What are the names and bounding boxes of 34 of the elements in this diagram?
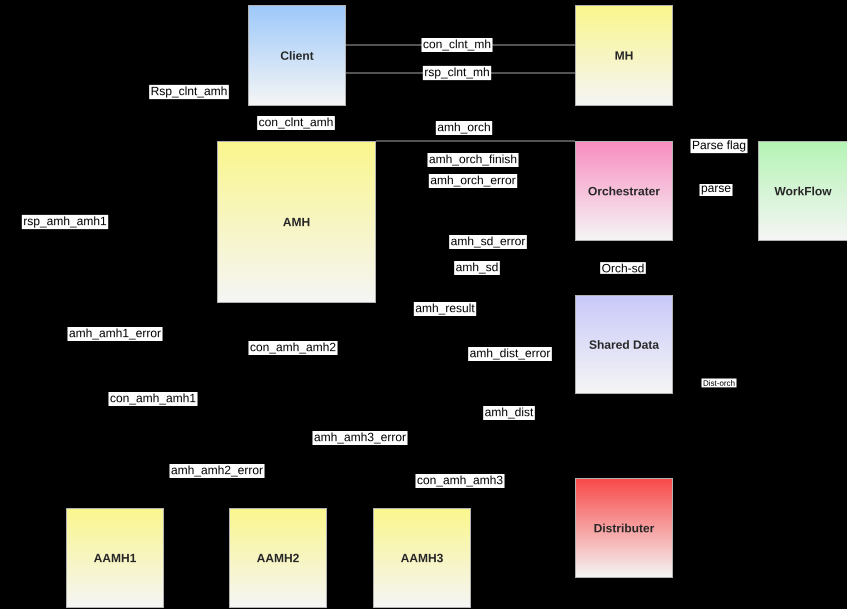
signal-label: con_clnt_amh (257, 116, 335, 130)
process-box: Orchestrater (575, 141, 673, 241)
edge-label: con_clnt_mh (421, 38, 493, 52)
signal-label: amh_amh1_error (67, 326, 163, 342)
signal-label: Dist-orch (702, 378, 736, 388)
signal-label: amh_dist (483, 406, 535, 420)
signal-label: rsp_amh_amh1 (22, 214, 108, 230)
process-box: MH (575, 5, 673, 106)
signal-label: amh_result (414, 302, 476, 316)
signal-label: amh_orch_error (428, 174, 518, 188)
signal-label: amh_amh3_error (312, 430, 408, 446)
process-box: Distributer (575, 478, 673, 578)
signal-label: amh_amh2_error (169, 464, 265, 478)
process-box: AAMH1 (66, 508, 164, 608)
signal-label: con_amh_amh3 (415, 474, 505, 488)
process-box: WorkFlow (758, 141, 847, 241)
process-box: Shared Data (575, 295, 673, 394)
signal-label: amh_dist_error (468, 346, 552, 362)
process-box: AAMH2 (229, 508, 327, 608)
signal-label: parse (700, 184, 732, 196)
signal-label: amh_sd_error (449, 234, 527, 250)
edge-label: amh_orch (436, 120, 492, 136)
signal-label: con_amh_amh1 (108, 392, 198, 406)
process-box: AAMH3 (373, 508, 471, 608)
process-box: AMH (217, 141, 376, 303)
process-box: Client (248, 5, 346, 106)
signal-label: Rsp_clnt_amh (149, 84, 229, 100)
signal-label: amh_sd (454, 260, 500, 276)
signal-label: Parse flag (690, 138, 748, 154)
edge-label: rsp_clnt_mh (422, 66, 492, 80)
signal-label: amh_orch_finish (427, 152, 519, 168)
signal-label: con_amh_amh2 (248, 340, 338, 356)
connector-line (376, 140, 576, 142)
signal-label: Orch-sd (600, 262, 646, 274)
